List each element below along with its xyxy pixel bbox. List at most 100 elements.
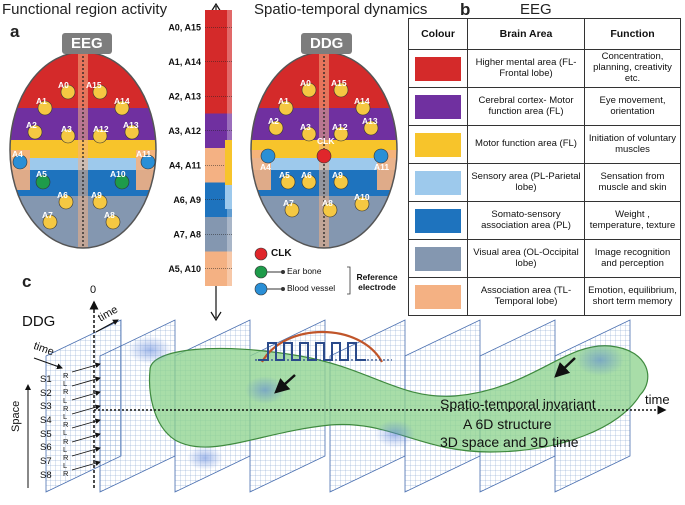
zero-label: 0 — [90, 284, 97, 296]
invariant-body — [148, 345, 649, 453]
sensor-label: S3 — [40, 401, 52, 413]
electrode-label-a2: A2 — [268, 116, 279, 126]
electrode-label-a14: A14 — [354, 96, 370, 106]
brain-area-cell: Somato-sensory association area (PL) — [467, 201, 585, 240]
electrode-label-a4: A4 — [12, 149, 23, 159]
electrode-label-a12: A12 — [332, 122, 348, 132]
color-swatch-cell — [408, 163, 468, 202]
function-cell: Weight , temperature, texture — [584, 201, 681, 240]
strip-label-1: A1, A14 — [168, 57, 201, 67]
color-swatch — [415, 132, 461, 157]
clk-legend-label: CLK — [271, 248, 292, 259]
electrode-label-a2: A2 — [26, 120, 37, 130]
ddg-section-label: DDG — [22, 313, 56, 330]
col-brain-area: Brain Area — [467, 18, 585, 50]
electrode-label-a11: A11 — [374, 162, 389, 172]
electrode-a12 — [92, 128, 108, 144]
electrode-a12 — [333, 126, 349, 142]
lr-label: L — [63, 411, 68, 421]
col-colour: Colour — [408, 18, 468, 50]
electrode-label-a15: A15 — [86, 80, 102, 90]
electrode-a6 — [301, 174, 317, 190]
electrode-label-a15: A15 — [331, 78, 347, 88]
electrode-a14 — [355, 100, 371, 116]
lr-label: R — [63, 387, 69, 397]
electrode-label-a14: A14 — [114, 96, 130, 106]
electrode-label-a6: A6 — [57, 190, 68, 200]
sensor-arrow-4 — [71, 404, 101, 415]
invariant-sub1: A 6D structure — [463, 416, 552, 432]
color-swatch-cell — [408, 239, 468, 278]
electrode-a7 — [284, 202, 300, 218]
table-row: Higher mental area (FL-Frontal lobe)Conc… — [408, 49, 681, 88]
strip-label-7: A5, A10 — [168, 264, 201, 274]
function-cell: Sensation from muscle and skin — [584, 163, 681, 202]
electrode-label-a1: A1 — [36, 96, 47, 106]
eeg-table: Colour Brain Area Function Higher mental… — [408, 18, 681, 316]
electrode-label-a3: A3 — [300, 122, 311, 132]
lr-label: R — [63, 452, 69, 462]
strip-label-5: A6, A9 — [173, 195, 201, 205]
electrode-a2 — [268, 120, 284, 136]
electrode-label-a9: A9 — [91, 190, 102, 200]
invariant-title: Spatio-temporal invariant — [440, 396, 596, 412]
electrode-label-a10: A10 — [110, 169, 126, 179]
color-swatch — [415, 208, 461, 233]
brain-area-cell: Cerebral cortex- Motor function area (FL… — [467, 87, 585, 126]
electrode-label-a10: A10 — [354, 192, 370, 202]
electrode-label-a13: A13 — [123, 120, 139, 130]
table-row: Somato-sensory association area (PL)Weig… — [408, 201, 681, 240]
reference-electrode-label: Reference electrode — [356, 272, 398, 293]
electrode-a3 — [301, 126, 317, 142]
brain-area-cell: Association area (TL-Temporal lobe) — [467, 277, 585, 316]
color-swatch-cell — [408, 125, 468, 164]
lr-label: R — [63, 469, 69, 479]
electrode-label-a7: A7 — [283, 198, 294, 208]
electrode-a2 — [27, 124, 43, 140]
electrode-label-a0: A0 — [58, 80, 69, 90]
eeg-pill-label: EEG — [62, 33, 112, 54]
function-cell: Initiation of voluntary muscles — [584, 125, 681, 164]
strip-label-3: A3, A12 — [168, 126, 201, 136]
electrode-a5 — [35, 174, 51, 190]
lr-label: R — [63, 436, 69, 446]
sensor-label: S1 — [40, 374, 52, 385]
function-cell: Emotion, equilibrium, short term memory — [584, 277, 681, 316]
electrode-label-a9: A9 — [332, 170, 343, 180]
panel-label-b: b — [460, 0, 471, 19]
brain-area-cell: Motor function area (FL) — [467, 125, 585, 164]
time-right-label: time — [645, 392, 670, 407]
electrode-label-a5: A5 — [279, 170, 290, 180]
electrode-a13 — [124, 124, 140, 140]
electrode-a6 — [58, 194, 74, 210]
lr-label: R — [63, 420, 69, 430]
electrode-a9 — [92, 194, 108, 210]
sensor-arrow-5 — [71, 418, 101, 429]
electrode-a3 — [60, 128, 76, 144]
function-cell: Eye movement, orientation — [584, 87, 681, 126]
table-row: Cerebral cortex- Motor function area (FL… — [408, 87, 681, 126]
electrode-label-a1: A1 — [278, 96, 289, 106]
clk-legend-dot — [254, 247, 268, 261]
electrode-a11 — [140, 154, 156, 170]
sensor-label: S2 — [40, 387, 52, 399]
color-swatch-cell — [408, 49, 468, 88]
color-swatch — [415, 170, 461, 195]
electrode-label-a3: A3 — [61, 124, 72, 134]
electrode-label-a13: A13 — [362, 116, 378, 126]
sensor-label: S4 — [40, 415, 52, 427]
brain-area-cell: Sensory area (PL-Parietal lobe) — [467, 163, 585, 202]
electrode-a5 — [280, 174, 296, 190]
electrode-a1 — [37, 100, 53, 116]
sensor-arrow-8 — [71, 460, 101, 471]
electrode-a15 — [333, 82, 349, 98]
electrode-label-a12: A12 — [93, 124, 109, 134]
electrode-label-a5: A5 — [36, 169, 47, 179]
lr-label: L — [63, 428, 68, 438]
panel-label-a: a — [10, 22, 20, 41]
ddg-spacetime-diagram — [25, 300, 667, 493]
